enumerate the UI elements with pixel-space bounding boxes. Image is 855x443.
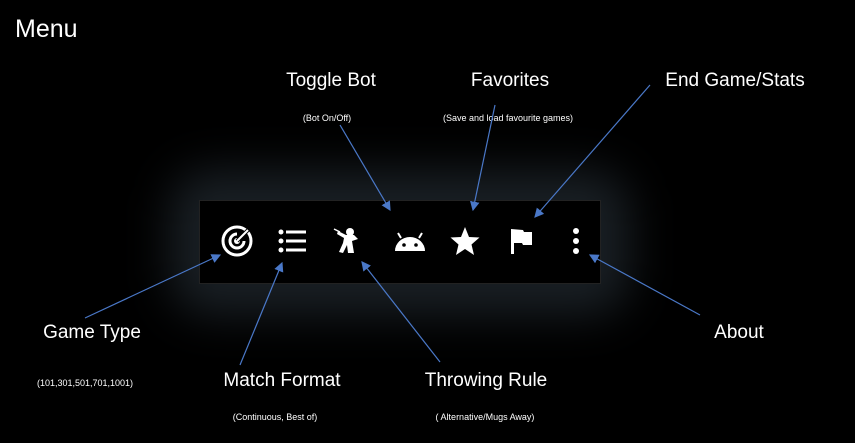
end-game-label: End Game/Stats — [665, 70, 805, 91]
arrow-throwing-rule — [361, 261, 441, 363]
about-label: About — [714, 322, 764, 343]
radar-icon[interactable] — [217, 221, 257, 261]
throwing-rule-label: Throwing Rule — [424, 370, 548, 391]
arrow-match-format — [239, 261, 284, 366]
flag-icon[interactable] — [501, 221, 541, 261]
menu-toolbar — [199, 200, 601, 284]
star-icon[interactable] — [445, 221, 485, 261]
android-icon[interactable] — [390, 221, 430, 261]
arrow-toggle-bot — [339, 124, 391, 212]
favorites-sub: (Save and load favourite games) — [442, 113, 574, 123]
toggle-bot-label: Toggle Bot — [286, 70, 376, 91]
game-type-label: Game Type — [43, 322, 141, 343]
arrow-game-type — [84, 254, 222, 319]
more-vert-icon[interactable] — [556, 221, 596, 261]
arrow-about — [588, 254, 701, 316]
arrow-end-game — [534, 84, 651, 218]
toggle-bot-sub: (Bot On/Off) — [302, 113, 352, 123]
game-type-sub: (101,301,501,701,1001) — [36, 378, 134, 388]
match-format-label: Match Format — [223, 370, 341, 391]
match-format-sub: (Continuous, Best of) — [232, 412, 318, 422]
arrow-favorites — [470, 104, 496, 212]
favorites-label: Favorites — [470, 70, 550, 91]
page-title: Menu — [15, 15, 78, 43]
throwing-rule-sub: ( Alternative/Mugs Away) — [435, 412, 535, 422]
thrower-icon[interactable] — [328, 221, 368, 261]
list-icon[interactable] — [272, 221, 312, 261]
